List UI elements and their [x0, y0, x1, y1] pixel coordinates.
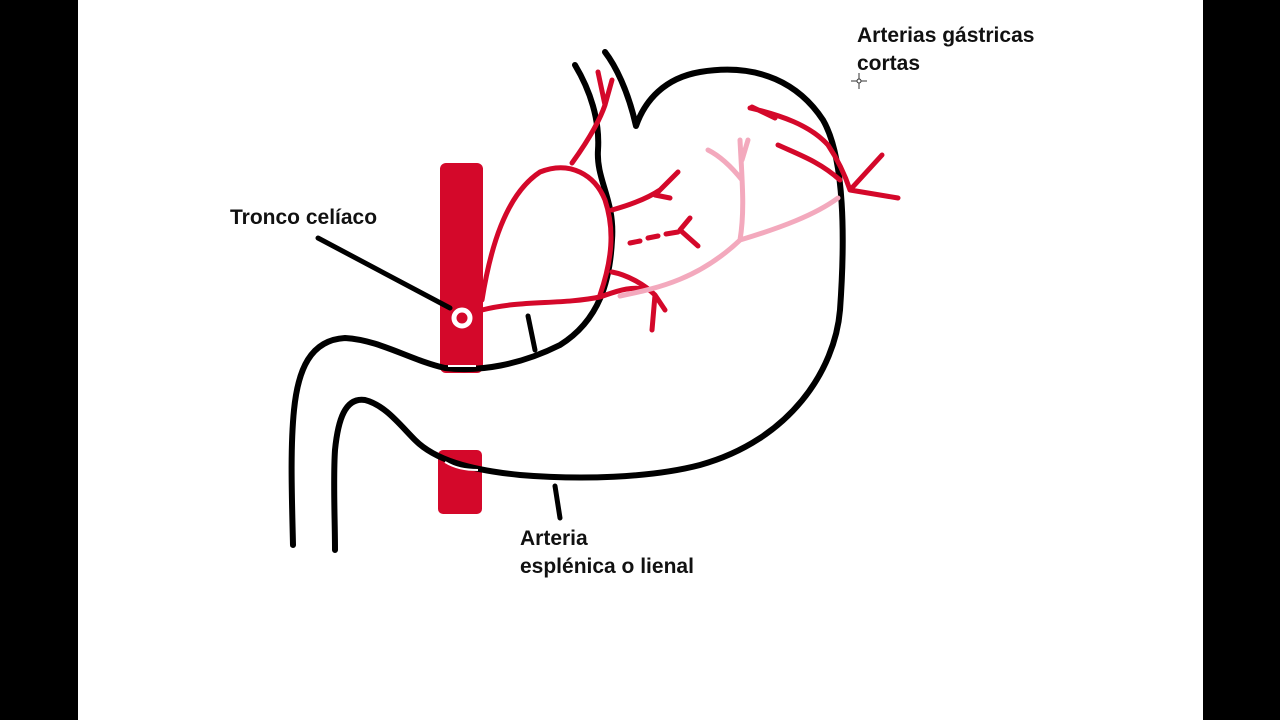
label-splenic-line1: Arteria — [520, 527, 588, 550]
gastric-branch-dotted — [627, 215, 701, 249]
label-splenic-line2: esplénica o lienal — [520, 555, 694, 578]
stomach-lesser-curvature — [288, 62, 616, 548]
gastric-branch-lower — [609, 269, 668, 333]
short-gastric-arteries — [747, 104, 901, 201]
splenic-pointer-line-upper — [525, 313, 538, 353]
label-short-gastric-line2: cortas — [857, 52, 921, 75]
splenic-pointer-line-lower — [552, 483, 563, 521]
crosshair-cursor-icon — [851, 73, 867, 89]
celiac-pointer-line — [315, 235, 453, 311]
label-celiac-trunk: Tronco celíaco — [230, 206, 378, 229]
gastric-branch-upper — [609, 169, 681, 213]
label-short-gastric-line1: Arterias gástricas — [857, 24, 1035, 47]
stomach-greater-curvature — [331, 49, 846, 553]
aorta-upper — [440, 163, 483, 373]
left-gastric-artery — [479, 165, 614, 303]
common-hepatic-branch — [479, 285, 653, 313]
esophageal-branch — [569, 69, 615, 166]
aorta-overlap-mark — [444, 365, 479, 471]
pale-gastroepiploic-artery — [617, 137, 841, 299]
celiac-origin-marker — [451, 307, 473, 329]
